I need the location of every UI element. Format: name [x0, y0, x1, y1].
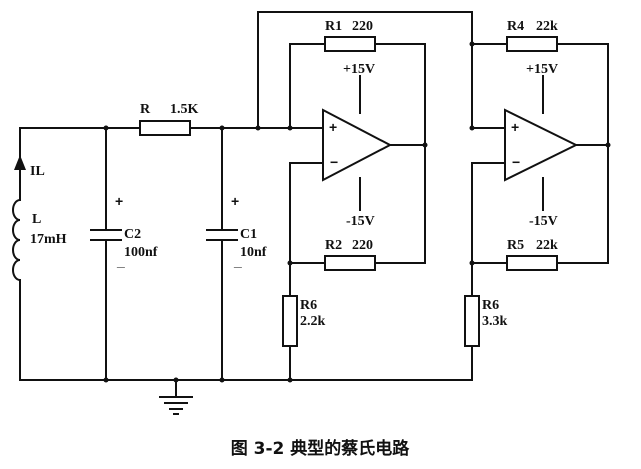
r6-right-name: R6 [482, 298, 499, 313]
current-label: IL [30, 164, 45, 179]
opamp1-minus-input: − [330, 154, 338, 170]
c2-plus-sign: + [115, 193, 123, 209]
resistor-r-value: 1.5K [170, 102, 199, 117]
inductor-l [12, 198, 22, 282]
opamp1-supply-pos: +15V [343, 62, 375, 77]
capacitor-c2 [90, 229, 122, 241]
c1-name: C1 [240, 227, 257, 242]
r1-name: R1 [325, 19, 342, 34]
r5-value: 22k [536, 238, 558, 253]
r2-name: R2 [325, 238, 342, 253]
r1-value: 220 [352, 19, 373, 34]
figure-caption: 图 3-2 典型的蔡氏电路 [231, 438, 411, 459]
resistor-r5 [506, 255, 558, 271]
resistor-r1 [324, 36, 376, 52]
resistor-r2 [324, 255, 376, 271]
junction-dots [103, 41, 611, 383]
r4-value: 22k [536, 19, 558, 34]
inductor-name: L [32, 212, 41, 227]
c2-value: 100nf [124, 245, 158, 260]
opamp2-plus-input: + [511, 119, 519, 135]
opamp2-minus-input: − [512, 154, 520, 170]
r6-left-value: 2.2k [300, 314, 326, 329]
wires [19, 11, 609, 398]
resistor-r6-right [464, 295, 480, 347]
op-amp-2 [504, 108, 579, 182]
resistor-r [139, 120, 191, 136]
r2-value: 220 [352, 238, 373, 253]
resistor-r4 [506, 36, 558, 52]
op-amp-1 [322, 108, 393, 182]
c1-minus-sign: _ [233, 253, 242, 269]
c2-minus-sign: _ [116, 253, 125, 269]
r5-name: R5 [507, 238, 524, 253]
resistor-r6-left [282, 295, 298, 347]
opamp2-supply-pos: +15V [526, 62, 558, 77]
r4-name: R4 [507, 19, 524, 34]
resistor-r-name: R [140, 102, 151, 117]
opamp2-supply-neg: -15V [529, 214, 558, 229]
current-arrow-icon [14, 155, 26, 183]
c1-value: 10nf [240, 245, 267, 260]
opamp1-supply-neg: -15V [346, 214, 375, 229]
capacitor-c1 [206, 229, 238, 241]
r6-right-value: 3.3k [482, 314, 508, 329]
ground-icon [159, 396, 193, 415]
opamp1-plus-input: + [329, 119, 337, 135]
c2-name: C2 [124, 227, 141, 242]
c1-plus-sign: + [231, 193, 239, 209]
inductor-value: 17mH [30, 232, 67, 247]
r6-left-name: R6 [300, 298, 317, 313]
